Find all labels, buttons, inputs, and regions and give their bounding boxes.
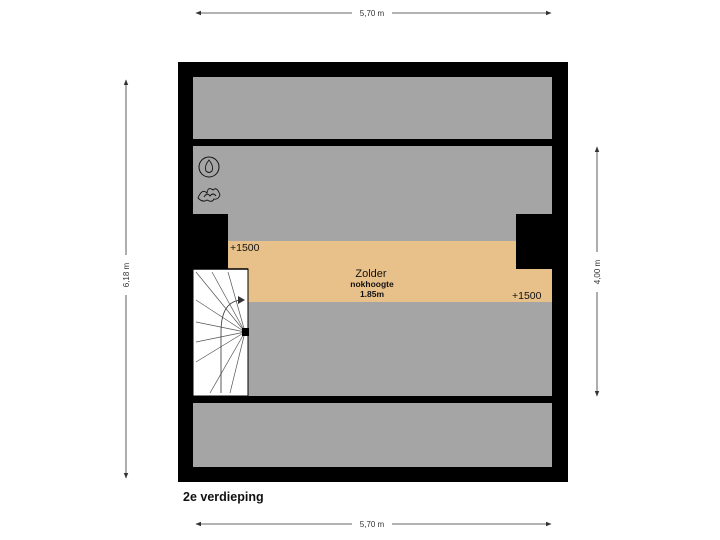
right-dimension-label: 4,00 m [593, 259, 602, 284]
left-dimension-label: 6,18 m [122, 262, 131, 287]
level-marker-right: +1500 [512, 290, 542, 302]
room-ridge-height: 1.85m [360, 289, 385, 299]
low-area-bottom [193, 403, 552, 467]
staircase [192, 268, 249, 397]
top-dimension: 5,70 m [195, 8, 552, 18]
bottom-dimension: 5,70 m [195, 519, 552, 529]
wall-block-right [516, 214, 552, 269]
bottom-dimension-label: 5,70 m [360, 520, 385, 529]
floor-label: 2e verdieping [183, 490, 264, 504]
top-dimension-label: 5,70 m [360, 9, 385, 18]
room-subtitle: nokhoogte [350, 279, 394, 289]
level-marker-left: +1500 [230, 242, 260, 254]
heater-flame-icon [197, 188, 221, 202]
left-dimension: 6,18 m [121, 79, 131, 479]
right-dimension: 4,00 m [592, 146, 602, 397]
standing-height-area-right [248, 269, 552, 302]
smoke-detector-icon [198, 156, 220, 178]
room-name: Zolder [355, 268, 387, 280]
low-area-top [193, 77, 552, 139]
wall-block-left [193, 214, 228, 269]
